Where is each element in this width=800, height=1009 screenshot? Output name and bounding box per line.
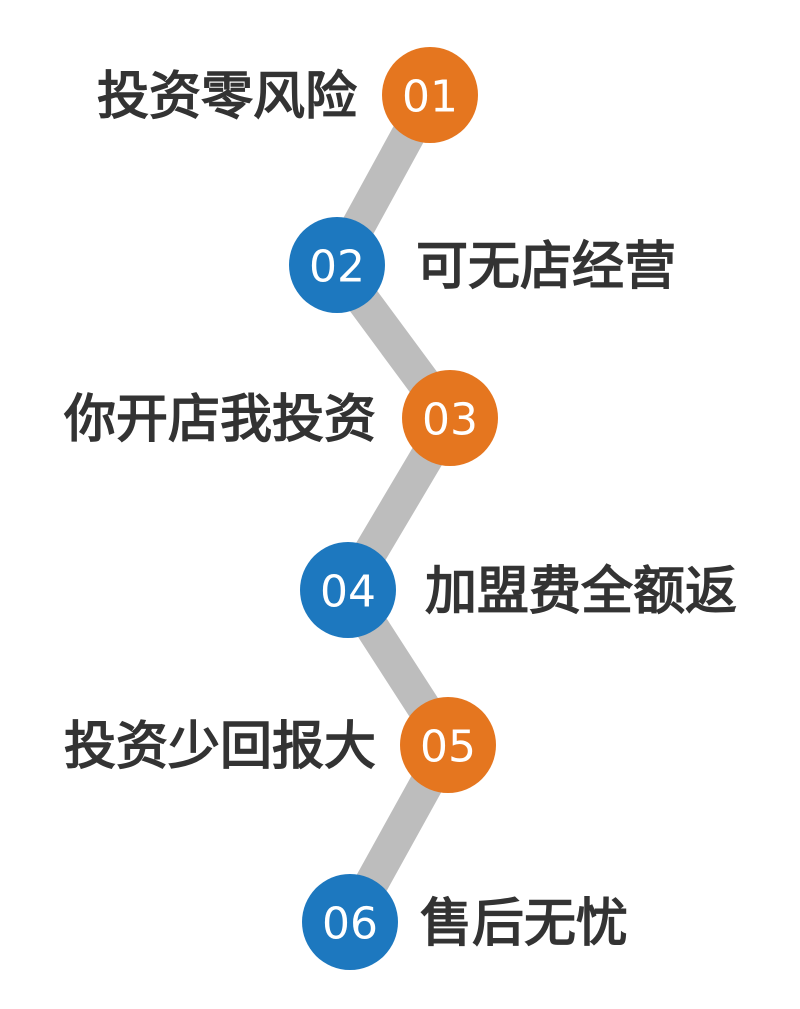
step-02-circle bbox=[289, 217, 385, 313]
step-03: 03 你开店我投资 bbox=[63, 370, 498, 466]
step-01-label: 投资零风险 bbox=[97, 67, 358, 127]
step-06-number: 06 bbox=[322, 899, 378, 950]
zigzag-connector bbox=[320, 78, 467, 939]
step-03-number: 03 bbox=[422, 395, 478, 446]
step-06-label: 售后无忧 bbox=[420, 894, 628, 954]
step-02: 02 可无店经营 bbox=[289, 217, 676, 313]
step-03-circle bbox=[402, 370, 498, 466]
step-01: 01 投资零风险 bbox=[97, 47, 478, 143]
step-05-label: 投资少回报大 bbox=[64, 717, 376, 777]
step-02-number: 02 bbox=[309, 242, 365, 293]
step-05: 05 投资少回报大 bbox=[64, 697, 496, 793]
step-04: 04 加盟费全额返 bbox=[300, 542, 737, 638]
step-04-label: 加盟费全额返 bbox=[425, 562, 737, 622]
step-01-number: 01 bbox=[402, 72, 458, 123]
step-02-label: 可无店经营 bbox=[416, 237, 676, 297]
step-01-circle bbox=[382, 47, 478, 143]
step-05-number: 05 bbox=[420, 722, 476, 773]
step-06-circle bbox=[302, 874, 398, 970]
step-03-label: 你开店我投资 bbox=[63, 390, 376, 450]
step-04-number: 04 bbox=[320, 567, 376, 618]
step-06: 06 售后无忧 bbox=[302, 874, 628, 970]
step-05-circle bbox=[400, 697, 496, 793]
step-04-circle bbox=[300, 542, 396, 638]
